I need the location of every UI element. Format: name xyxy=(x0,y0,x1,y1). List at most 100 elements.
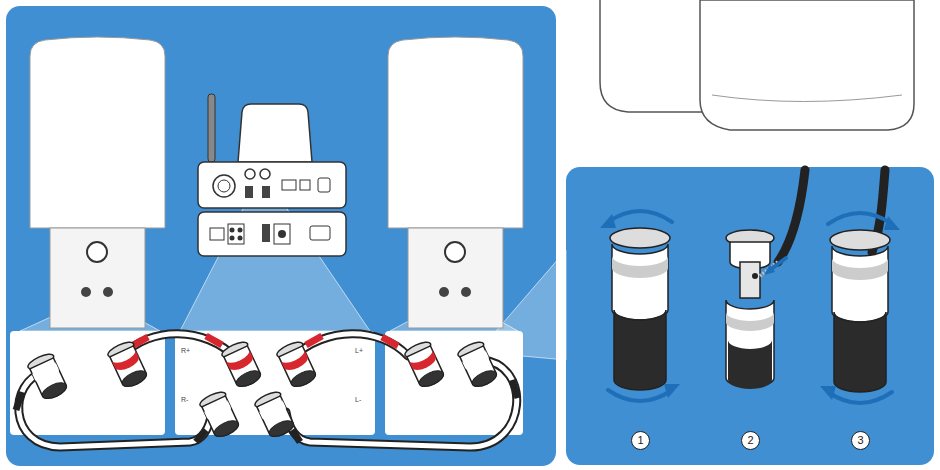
main-unit xyxy=(282,180,296,190)
main-unit xyxy=(210,228,224,240)
main-unit xyxy=(262,186,270,198)
rotation-arrow xyxy=(828,213,892,224)
main-unit xyxy=(238,236,243,241)
rotation-arrow xyxy=(828,392,892,403)
speaker-right xyxy=(388,37,523,328)
speaker-wire xyxy=(292,334,408,358)
arrow-head xyxy=(764,264,775,275)
terminal-knob xyxy=(403,339,447,390)
main-unit xyxy=(310,226,330,240)
speaker-wire xyxy=(16,334,518,447)
terminal-knob xyxy=(253,389,297,440)
rotation-arrow xyxy=(608,211,892,403)
speaker-left xyxy=(103,287,113,297)
detail-knob xyxy=(832,258,888,280)
speaker-wire xyxy=(122,334,236,358)
main-unit xyxy=(300,180,310,190)
detail-panel xyxy=(566,167,934,465)
main-unit xyxy=(238,104,312,162)
main-unit xyxy=(218,180,230,192)
speaker-left xyxy=(87,242,107,262)
speaker-pair xyxy=(712,95,902,102)
callout-number: 3 xyxy=(851,431,870,450)
detail-knob xyxy=(726,312,774,331)
speaker-wire xyxy=(16,392,22,410)
main-unit xyxy=(245,169,255,179)
speaker-pair xyxy=(600,0,914,130)
main-panel xyxy=(6,6,556,466)
terminal-label: L- xyxy=(355,396,361,403)
main-unit xyxy=(238,228,243,233)
callout-number: 1 xyxy=(631,431,650,450)
rotation-arrow xyxy=(608,390,672,401)
arrow-head xyxy=(600,214,616,228)
rotation-arrow xyxy=(608,211,672,222)
detail-knob xyxy=(834,312,886,392)
main-unit xyxy=(198,212,346,256)
speaker-pair xyxy=(700,0,914,130)
terminal-label: R- xyxy=(181,396,188,403)
detail-knob xyxy=(728,340,772,389)
terminal-knob xyxy=(106,339,150,390)
speaker-wire xyxy=(206,336,222,345)
terminal-knob xyxy=(275,339,319,390)
speaker-wire xyxy=(292,430,300,442)
speaker-right xyxy=(445,242,465,262)
speaker-right xyxy=(408,228,503,328)
arrow-head xyxy=(884,216,900,230)
speaker-left xyxy=(81,287,91,297)
terminal-label: L+ xyxy=(355,347,363,354)
detail-knob xyxy=(610,228,670,390)
detail-knob xyxy=(726,170,805,389)
speaker-wire xyxy=(19,334,517,447)
main-unit xyxy=(278,230,286,238)
speaker-wire xyxy=(382,337,398,346)
speaker-right xyxy=(461,287,471,297)
terminal-knob xyxy=(456,339,500,390)
terminal-panel xyxy=(385,331,523,435)
detail-knob xyxy=(614,310,666,390)
terminal-knob xyxy=(198,389,242,440)
speaker-wire xyxy=(306,336,322,345)
main-unit xyxy=(274,224,290,244)
main-unit xyxy=(230,228,235,233)
main-unit xyxy=(208,94,215,162)
terminal-knob xyxy=(220,339,264,390)
speaker-left xyxy=(30,37,165,228)
arrow-head xyxy=(664,384,680,398)
main-unit xyxy=(260,169,270,179)
arrow-head xyxy=(600,214,900,400)
speaker-wire xyxy=(122,334,236,358)
speaker-wire xyxy=(512,380,518,398)
speaker-right xyxy=(439,287,449,297)
main-unit xyxy=(198,94,346,256)
main-unit xyxy=(230,236,235,241)
callout-number: 2 xyxy=(741,431,760,450)
main-unit xyxy=(245,186,253,198)
speaker-wire xyxy=(16,380,518,442)
main-unit xyxy=(213,175,235,197)
detail-knob xyxy=(830,230,890,250)
speaker-wire xyxy=(132,336,398,346)
detail-knob xyxy=(752,273,758,279)
speaker-wire xyxy=(196,430,206,442)
terminal-knob xyxy=(26,351,70,402)
terminal-knob xyxy=(26,339,500,440)
detail-knob xyxy=(740,262,760,298)
main-unit xyxy=(198,162,346,208)
speaker-wire xyxy=(19,334,517,447)
detail-knob xyxy=(612,244,668,320)
arrow-head xyxy=(820,386,836,400)
detail-knob xyxy=(832,246,888,322)
detail-knob xyxy=(610,228,670,248)
main-unit xyxy=(318,178,330,192)
speaker-left xyxy=(50,228,145,328)
detail-knob xyxy=(778,170,805,262)
detail-knob xyxy=(612,256,668,278)
detail-knob xyxy=(830,170,890,392)
speaker-left xyxy=(30,37,165,328)
main-unit xyxy=(228,224,244,244)
speaker-wire xyxy=(292,334,408,358)
main-unit xyxy=(262,224,270,242)
speaker-right xyxy=(388,37,523,228)
